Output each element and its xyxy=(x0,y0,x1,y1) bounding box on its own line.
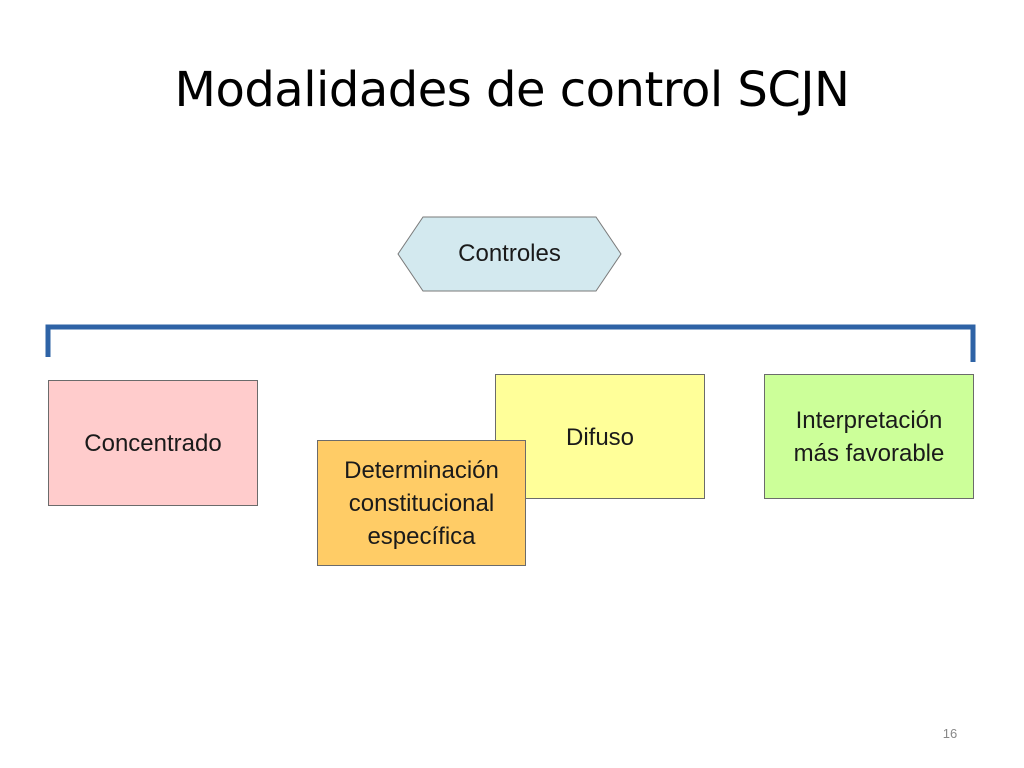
node-determinacion-label: Determinación constitucional específica xyxy=(344,456,499,550)
node-concentrado-label: Concentrado xyxy=(84,429,222,457)
node-determinacion: Determinación constitucional específica xyxy=(317,440,526,566)
controles-hexagon xyxy=(397,216,622,292)
node-interpretacion: Interpretación más favorable xyxy=(764,374,974,499)
node-difuso-label: Difuso xyxy=(565,424,635,451)
slide-title: Modalidades de control SCJN xyxy=(174,62,850,118)
controles-label: Controles xyxy=(458,240,561,267)
node-interpretacion-label: Interpretación más favorable xyxy=(793,406,945,467)
node-difuso: Difuso xyxy=(495,374,705,499)
node-concentrado: Concentrado xyxy=(48,380,258,506)
page-number: 16 xyxy=(942,726,958,741)
bracket-connector xyxy=(45,324,976,362)
